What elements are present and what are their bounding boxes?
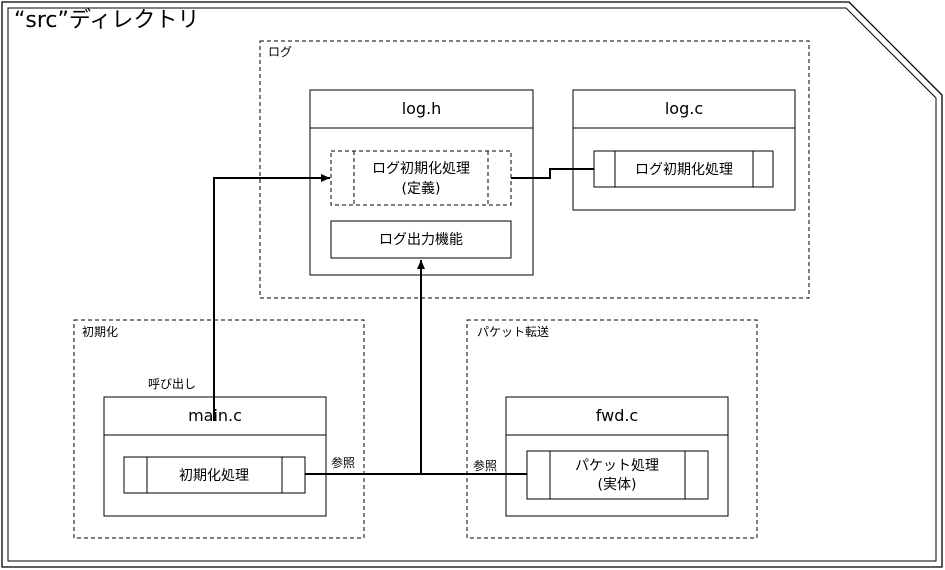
func-log-init-impl-label: ログ初期化処理 [635,161,733,178]
group-fwd-label: パケット転送 [477,324,549,339]
func-log-output: ログ出力機能 [330,220,512,259]
func-init-proc-label: 初期化処理 [179,467,249,484]
connector-decl-impl [511,168,594,179]
func-log-output-label: ログ出力機能 [379,232,463,248]
func-packet-proc-line2: (実体) [598,477,637,493]
connector-call [213,174,330,421]
group-log [259,40,810,299]
func-log-init-decl-line1: ログ初期化処理 [372,160,470,177]
func-log-init-impl: ログ初期化処理 [593,150,774,188]
group-log-label: ログ [268,45,292,59]
label-ref-fwd: 参照 [473,458,497,473]
func-packet-proc: パケット処理 (実体) [526,450,709,500]
func-log-init-decl: ログ初期化処理 (定義) [330,150,512,206]
file-log-c-name: log.c [665,99,703,118]
func-init-proc: 初期化処理 [123,456,306,494]
group-init-label: 初期化 [82,325,118,339]
directory-title: “src”ディレクトリ [14,8,199,33]
func-packet-proc-line1: パケット処理 [575,458,659,474]
file-log-h-name: log.h [402,99,442,118]
group-init [73,319,365,539]
group-fwd [466,319,758,539]
func-log-init-decl-line2: (定義) [402,180,441,197]
label-call: 呼び出し [148,377,196,391]
file-log-c: log.c [572,89,796,211]
file-fwd-c-name: fwd.c [596,406,638,425]
label-ref-main: 参照 [331,455,355,470]
